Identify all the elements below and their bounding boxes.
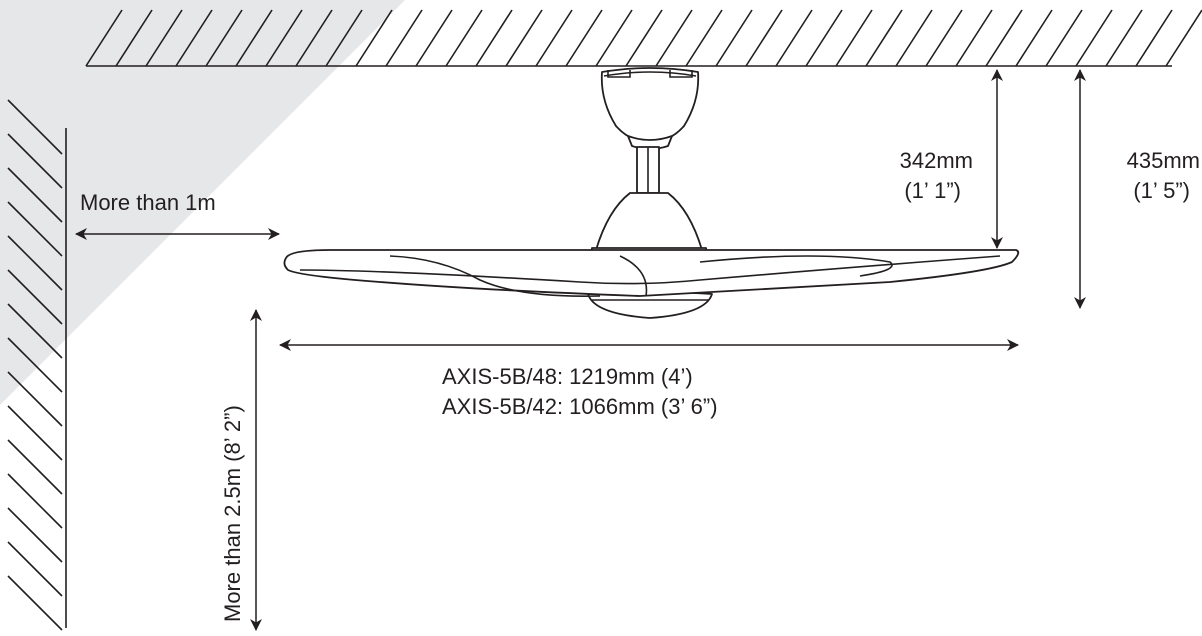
ceiling-hatch-line [535,9,573,67]
ceiling-hatch-line [835,9,873,67]
ceiling-hatch-line [1135,9,1173,67]
fan-canopy-rim [603,71,697,77]
label-drop-ft: (1’ 1”) [904,178,961,203]
wall-hatch-line [7,133,63,189]
ceiling-hatch-line [385,9,423,67]
ceiling-hatch-line [1045,9,1083,67]
wall-hatch-line [7,99,63,155]
ceiling-hatch-line [775,9,813,67]
label-total-mm: 435mm [1127,148,1200,173]
ceiling-hatch-line [115,9,153,67]
ceiling-hatch-line [1075,9,1113,67]
wall-hatch-line [7,337,63,393]
ceiling-hatch-line [745,9,783,67]
label-span-42: AXIS-5B/42: 1066mm (3’ 6”) [442,394,718,419]
ceiling-hatch-line [865,9,903,67]
fan-canopy [600,67,700,143]
fan-canopy-notch-left [607,70,631,78]
ceiling-hatch-line [505,9,543,67]
ceiling-hatch-line [145,9,183,67]
fan-blade-curve-right [699,255,893,277]
wall-hatch-line [7,269,63,325]
ceiling-hatch-line [475,9,513,67]
ceiling-hatch-line [955,9,993,67]
wall-hatch-line [7,405,63,461]
ceiling-hatch-line [265,9,303,67]
ceiling-hatch-line [985,9,1023,67]
wall-hatch-line [7,201,63,257]
label-span-48: AXIS-5B/48: 1219mm (4’) [442,364,693,389]
ceiling-hatch-line [175,9,213,67]
ceiling-hatching [85,9,1202,67]
ceiling-hatch-line [1165,9,1202,67]
ceiling-hatch-line [1105,9,1143,67]
ceiling-hatch-line [445,9,483,67]
wall-hatch-line [7,303,63,359]
ceiling-hatch-line [925,9,963,67]
wall-hatch-line [7,541,63,597]
ceiling-hatch-line [685,9,723,67]
ceiling-hatch-line [325,9,363,67]
wall-hatch-line [7,473,63,529]
ceiling-hatch-line [355,9,393,67]
wall-hatch-line [7,371,63,427]
ceiling-hatch-line [295,9,333,67]
fan-blade-long [283,249,1020,297]
label-drop-mm: 342mm [900,148,973,173]
wall-hatch-line [7,575,63,631]
ceiling-hatch-line [85,9,123,67]
ceiling-hatch-line [205,9,243,67]
ceiling-hatch-line [895,9,933,67]
ceiling-hatch-line [595,9,633,67]
ceiling-hatch-line [625,9,663,67]
ceiling-hatch-line [715,9,753,67]
label-floor-clearance: More than 2.5m (8’ 2”) [220,405,245,622]
label-total-ft: (1’ 5”) [1133,178,1190,203]
ceiling-hatch-line [235,9,273,67]
ceiling-hatch-line [805,9,843,67]
wall-hatch-line [7,235,63,291]
fan-blade-curve-left [389,255,601,297]
fan-canopy-notch-right [669,70,693,78]
shaded-clearance-zone [0,0,405,405]
ceiling-hatch-line [565,9,603,67]
wall-hatch-line [7,439,63,495]
wall-hatching [7,99,63,631]
ceiling-hatch-line [655,9,693,67]
wall-hatch-line [7,507,63,563]
ceiling-fan [283,67,1020,319]
label-wall-clearance: More than 1m [80,190,216,215]
fan-motor-housing [595,192,703,251]
ceiling-hatch-line [415,9,453,67]
fan-blade-curve-center [619,255,648,297]
wall-hatch-line [7,167,63,223]
ceiling-hatch-line [1015,9,1053,67]
